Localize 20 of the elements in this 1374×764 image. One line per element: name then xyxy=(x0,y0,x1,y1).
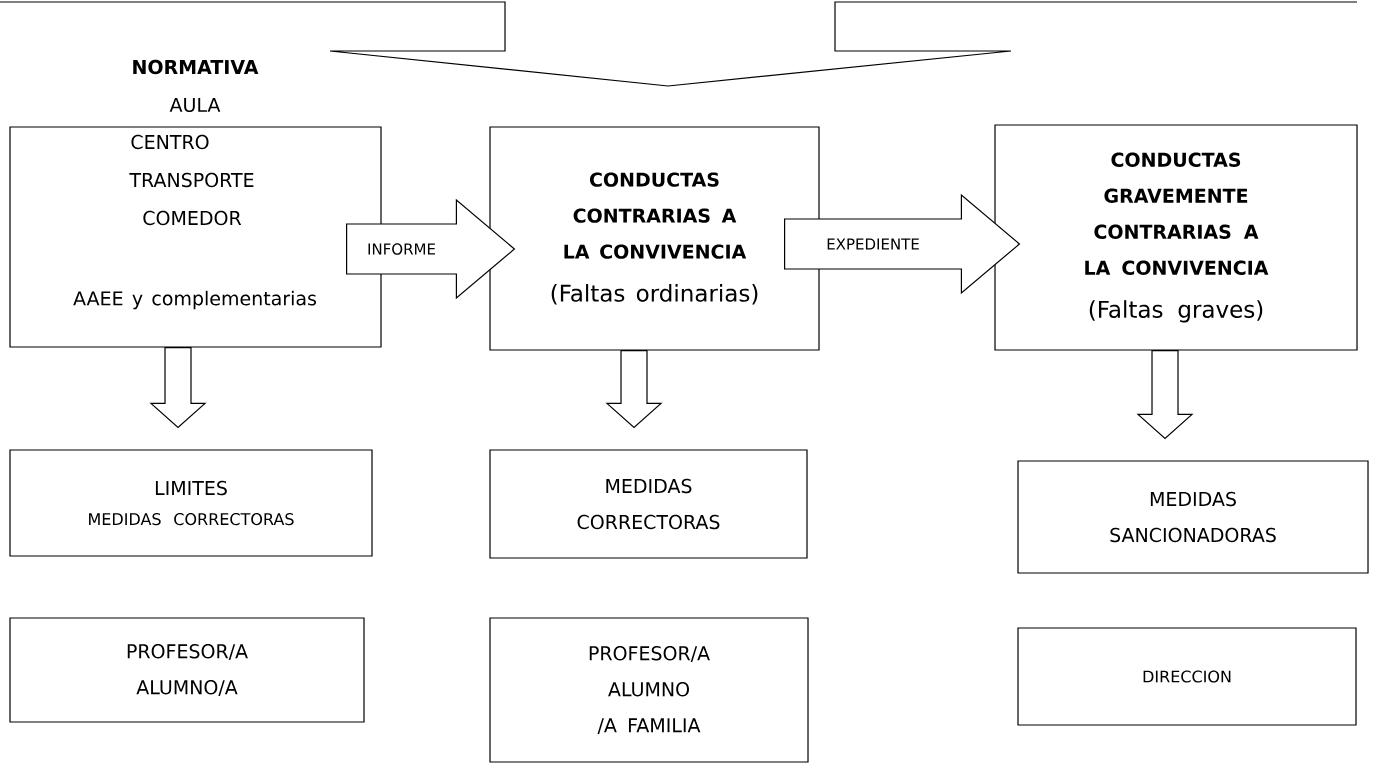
text-box: DIRECCION xyxy=(1017,627,1357,726)
text-box: PROFESOR/A ALUMNO /A FAMILIA xyxy=(489,617,809,763)
list-item: CENTRO xyxy=(131,134,209,150)
list-item: TRANSPORTE xyxy=(129,172,254,188)
heading-text: NORMATIVA xyxy=(133,59,259,75)
list-item: AULA xyxy=(169,97,221,113)
text-box: LIMITES MEDIDAS CORRECTORAS xyxy=(9,449,373,557)
list-item: AAEE y complementarias xyxy=(73,290,317,310)
block-arrow xyxy=(784,193,1021,295)
block-arrow xyxy=(605,350,663,429)
list-item: COMEDOR xyxy=(143,210,242,226)
text-box: CONDUCTAS CONTRARIAS A LA CONVIVENCIA (Faltas ordinarias) xyxy=(489,126,820,351)
edge-label: INFORME xyxy=(366,242,437,256)
text-box: CONDUCTAS GRAVEMENTE CONTRARIAS A LA CONVIVENCIA (Faltas graves) xyxy=(994,124,1358,351)
text-box: MEDIDAS SANCIONADORAS xyxy=(1017,460,1369,574)
text-box: MEDIDAS CORRECTORAS xyxy=(489,449,808,559)
block-arrow xyxy=(1136,350,1194,440)
block-arrow xyxy=(346,198,516,300)
block-arrow xyxy=(149,347,207,429)
text-box: PROFESOR/A ALUMNO/A xyxy=(9,617,365,723)
